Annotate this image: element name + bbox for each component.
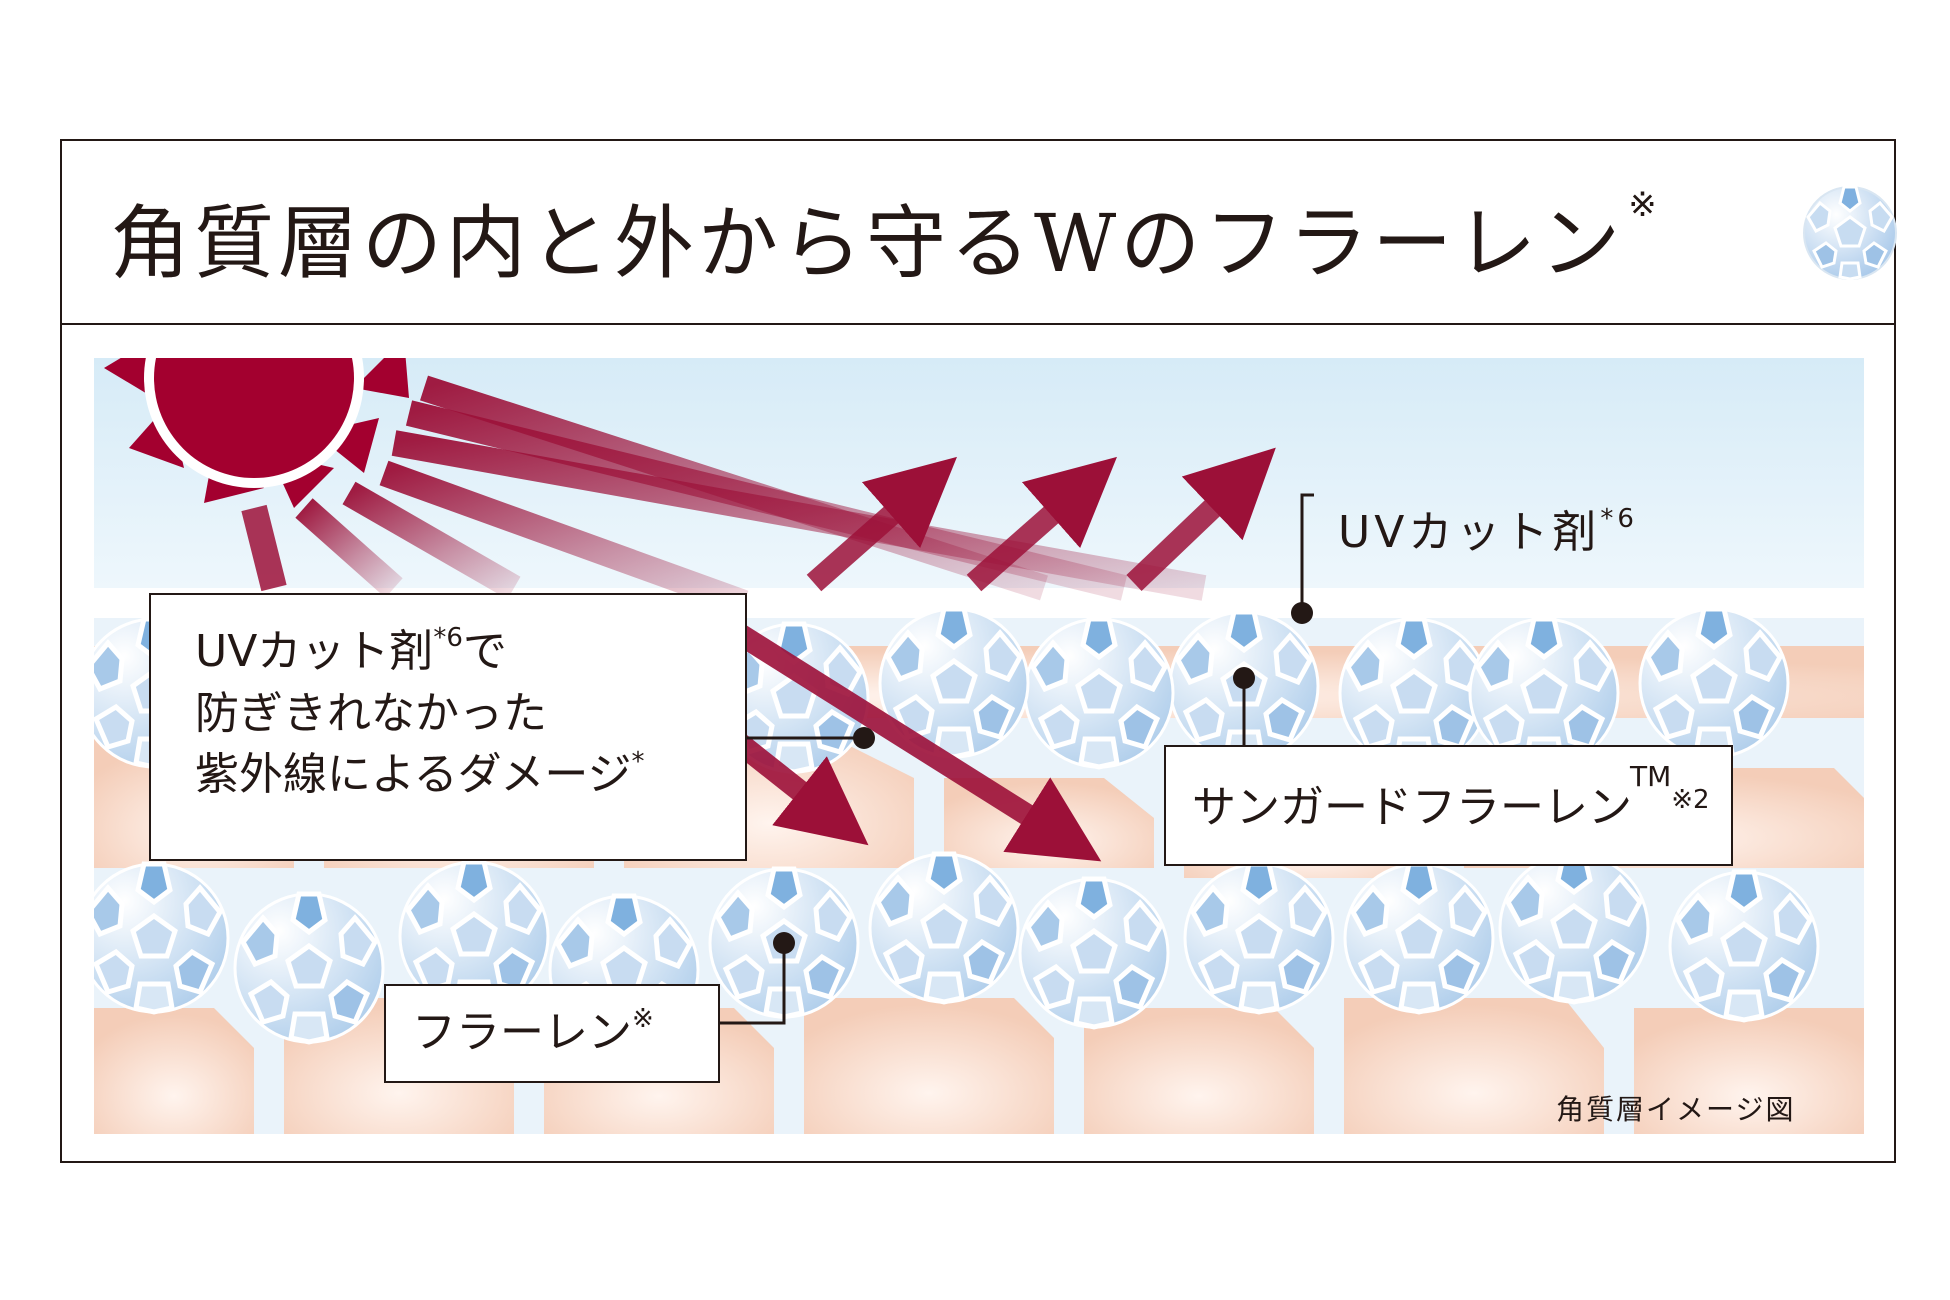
fullerene-text: フラーレン (412, 1007, 632, 1058)
title-row: 角質層の内と外から守るWのフラーレン※ (62, 141, 1894, 325)
damage-label-line1: UVカット剤*6で (195, 621, 709, 683)
fullerene-molecule (1185, 864, 1333, 1012)
fullerene-molecule (1020, 879, 1168, 1027)
fullerene-label: フラーレン※ (384, 984, 720, 1083)
diagram-caption: 角質層イメージ図 (1556, 1088, 1795, 1128)
damage-label-line2: 防ぎきれなかった (195, 683, 709, 745)
uv-cut-top-label: UVカット剤*6 (1338, 496, 1638, 560)
damage-line1-tail: で (463, 626, 507, 677)
title-footnote-mark: ※ (1628, 185, 1661, 225)
fullerene-sup: ※ (632, 1004, 654, 1034)
damage-line3-sup: * (631, 747, 644, 777)
sunguard-sup: ※2 (1671, 785, 1709, 815)
damage-line3-text: 紫外線によるダメージ (195, 749, 631, 800)
fullerene-molecule (870, 854, 1018, 1002)
fullerene-molecule (1500, 854, 1648, 1002)
sunguard-tm: TM (1630, 760, 1671, 793)
fullerene-molecule (1025, 619, 1173, 767)
fullerene-molecule-icon (1800, 183, 1900, 283)
fullerene-molecule (1640, 609, 1788, 757)
uv-cut-top-text: UVカット剤 (1338, 507, 1600, 558)
damage-line1-text: UVカット剤 (195, 626, 433, 677)
diagram-title: 角質層の内と外から守るWのフラーレン※ (110, 179, 1661, 295)
fullerene-molecule (94, 864, 228, 1012)
damage-label-line3: 紫外線によるダメージ* (195, 744, 709, 806)
damage-line1-sup: *6 (433, 623, 463, 653)
damage-label: UVカット剤*6で 防ぎきれなかった 紫外線によるダメージ* (149, 593, 747, 861)
uv-cut-top-sup: *6 (1600, 504, 1638, 534)
fullerene-molecule (1670, 872, 1818, 1020)
title-text: 角質層の内と外から守るWのフラーレン (110, 197, 1624, 290)
sunguard-fullerene-label: サンガードフラーレンTM※2 (1164, 745, 1733, 866)
fullerene-molecule (235, 894, 383, 1042)
fullerene-molecule (1345, 864, 1493, 1012)
sunguard-text: サンガードフラーレン (1192, 782, 1632, 833)
